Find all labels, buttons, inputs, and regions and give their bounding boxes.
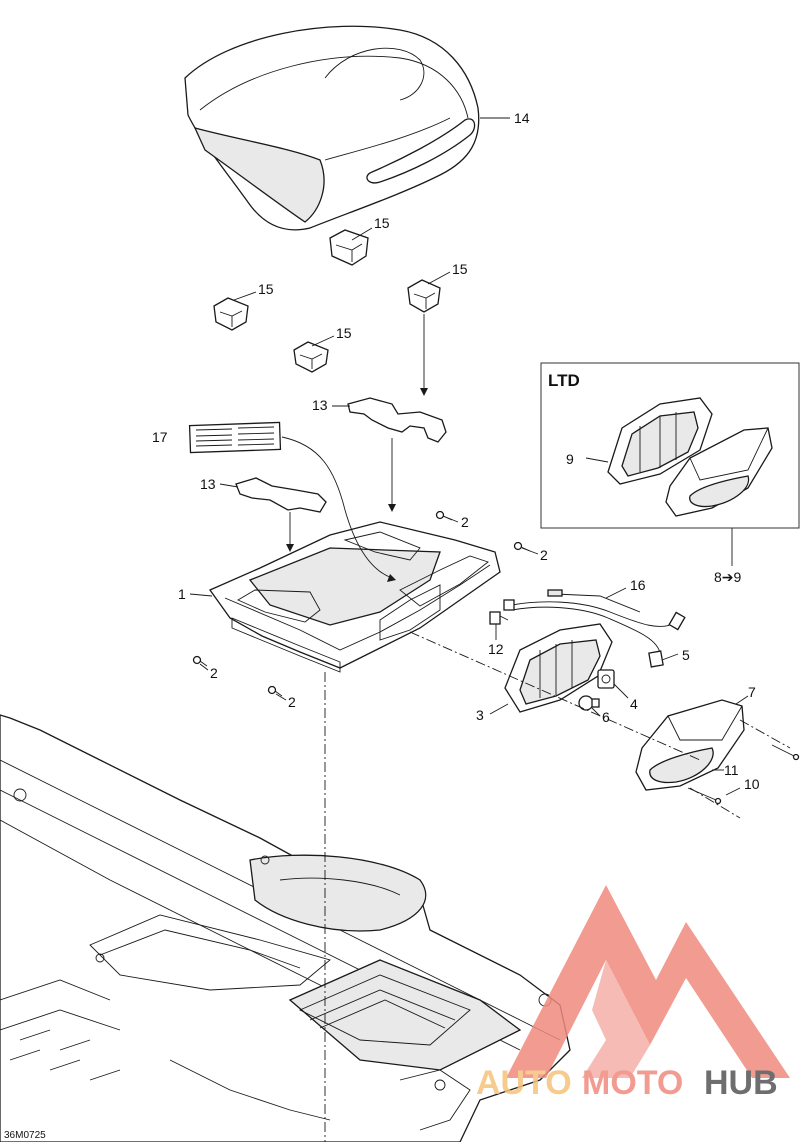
watermark-text-auto: AUTO [476,1064,572,1102]
callout-15-a: 15 [374,215,390,231]
callouts: 14 15 15 15 15 13 17 13 1 2 2 2 2 16 12 … [152,110,760,792]
lens-screw-part-1 [771,744,800,761]
callout-15-c: 15 [258,281,274,297]
ltd-inset: LTD [540,362,800,529]
callout-17: 17 [152,429,168,445]
seat-part [184,25,480,231]
callout-5: 5 [682,647,690,663]
pad-part-upper [347,397,447,443]
bulb-holder-part [597,669,615,689]
callout-12: 12 [488,641,504,657]
drawing-code: 36M0725 [4,1130,46,1141]
bracket-part-4 [293,341,329,373]
ltd-taillight-lens-part [665,427,773,517]
watermark-text-moto: MOTO [582,1064,683,1102]
callout-9: 9 [566,451,574,467]
callout-11: 11 [724,762,739,778]
screw-part-4 [267,685,283,697]
watermark-text-hub: HUB [704,1064,778,1102]
callout-13-a: 13 [312,397,328,413]
callout-15-d: 15 [336,325,352,341]
taillight-lens-part [635,699,745,791]
callout-14: 14 [514,110,530,126]
callout-2-d: 2 [288,694,296,710]
callout-2-a: 2 [461,514,469,530]
callout-3: 3 [476,707,484,723]
screw-part-3 [192,655,208,667]
leader-lines [189,117,791,1142]
callout-10: 10 [744,776,760,792]
pad-part-lower [235,477,327,513]
wiring-harness-part [503,589,686,668]
callout-13-b: 13 [200,476,216,492]
storage-tray-part [209,521,501,673]
bracket-part-2 [407,279,441,313]
ltd-inset-frame [540,362,800,529]
callout-16: 16 [630,577,646,593]
callout-7: 7 [748,684,756,700]
socket-part [489,611,509,625]
warning-label-part [188,421,282,454]
lens-screw-part-2 [687,787,722,805]
ltd-inset-label: LTD [548,371,580,390]
bracket-part-1 [329,229,369,266]
taillight-housing-part [504,623,613,713]
bulb-part [578,695,600,711]
callout-1: 1 [178,586,186,602]
watermark-logo-mark [506,885,790,1078]
callout-8-to-9: 8➔9 [714,569,742,585]
bracket-part-3 [213,297,249,331]
callout-15-b: 15 [452,261,468,277]
watermark-logo: AUTO MOTO HUB [476,885,790,1102]
callout-2-b: 2 [540,547,548,563]
callout-6: 6 [602,709,610,725]
callout-4: 4 [630,696,638,712]
ltd-taillight-housing-part [607,397,713,485]
vehicle-frame-part [0,714,571,1142]
callout-2-c: 2 [210,665,218,681]
